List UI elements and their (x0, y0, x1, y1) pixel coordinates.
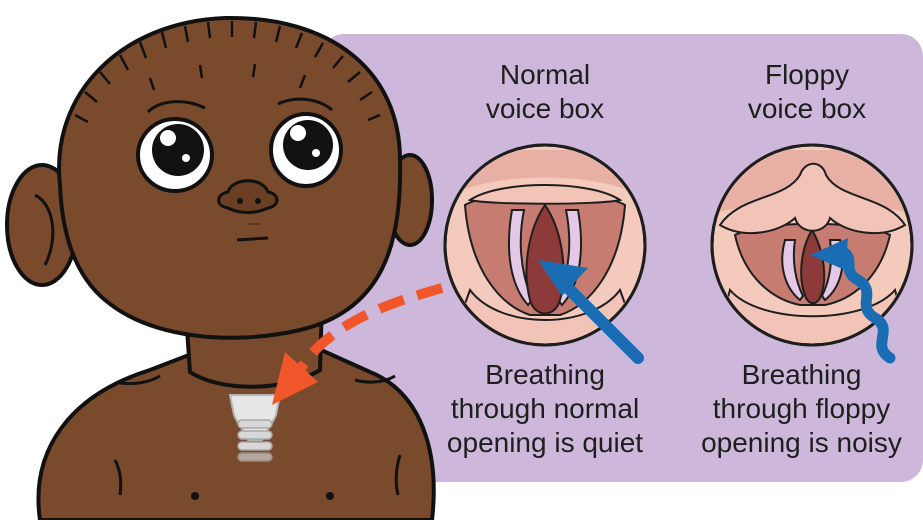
normal-caption-line1: Breathing (420, 358, 670, 392)
baby-illustration (7, 18, 434, 520)
normal-title-line2: voice box (450, 92, 640, 126)
floppy-title-line1: Floppy (712, 58, 902, 92)
normal-voice-box-illustration (445, 145, 645, 345)
normal-panel-caption: Breathing through normal opening is quie… (420, 358, 670, 460)
floppy-caption-line3: opening is noisy (680, 426, 923, 460)
normal-caption-line3: opening is quiet (420, 426, 670, 460)
floppy-panel-title: Floppy voice box (712, 58, 902, 126)
floppy-caption-line2: through floppy (680, 392, 923, 426)
normal-panel-title: Normal voice box (450, 58, 640, 126)
floppy-voice-box-illustration (712, 145, 912, 345)
normal-caption-line2: through normal (420, 392, 670, 426)
floppy-panel-caption: Breathing through floppy opening is nois… (680, 358, 923, 460)
floppy-title-line2: voice box (712, 92, 902, 126)
floppy-caption-line1: Breathing (680, 358, 923, 392)
normal-title-line1: Normal (450, 58, 640, 92)
